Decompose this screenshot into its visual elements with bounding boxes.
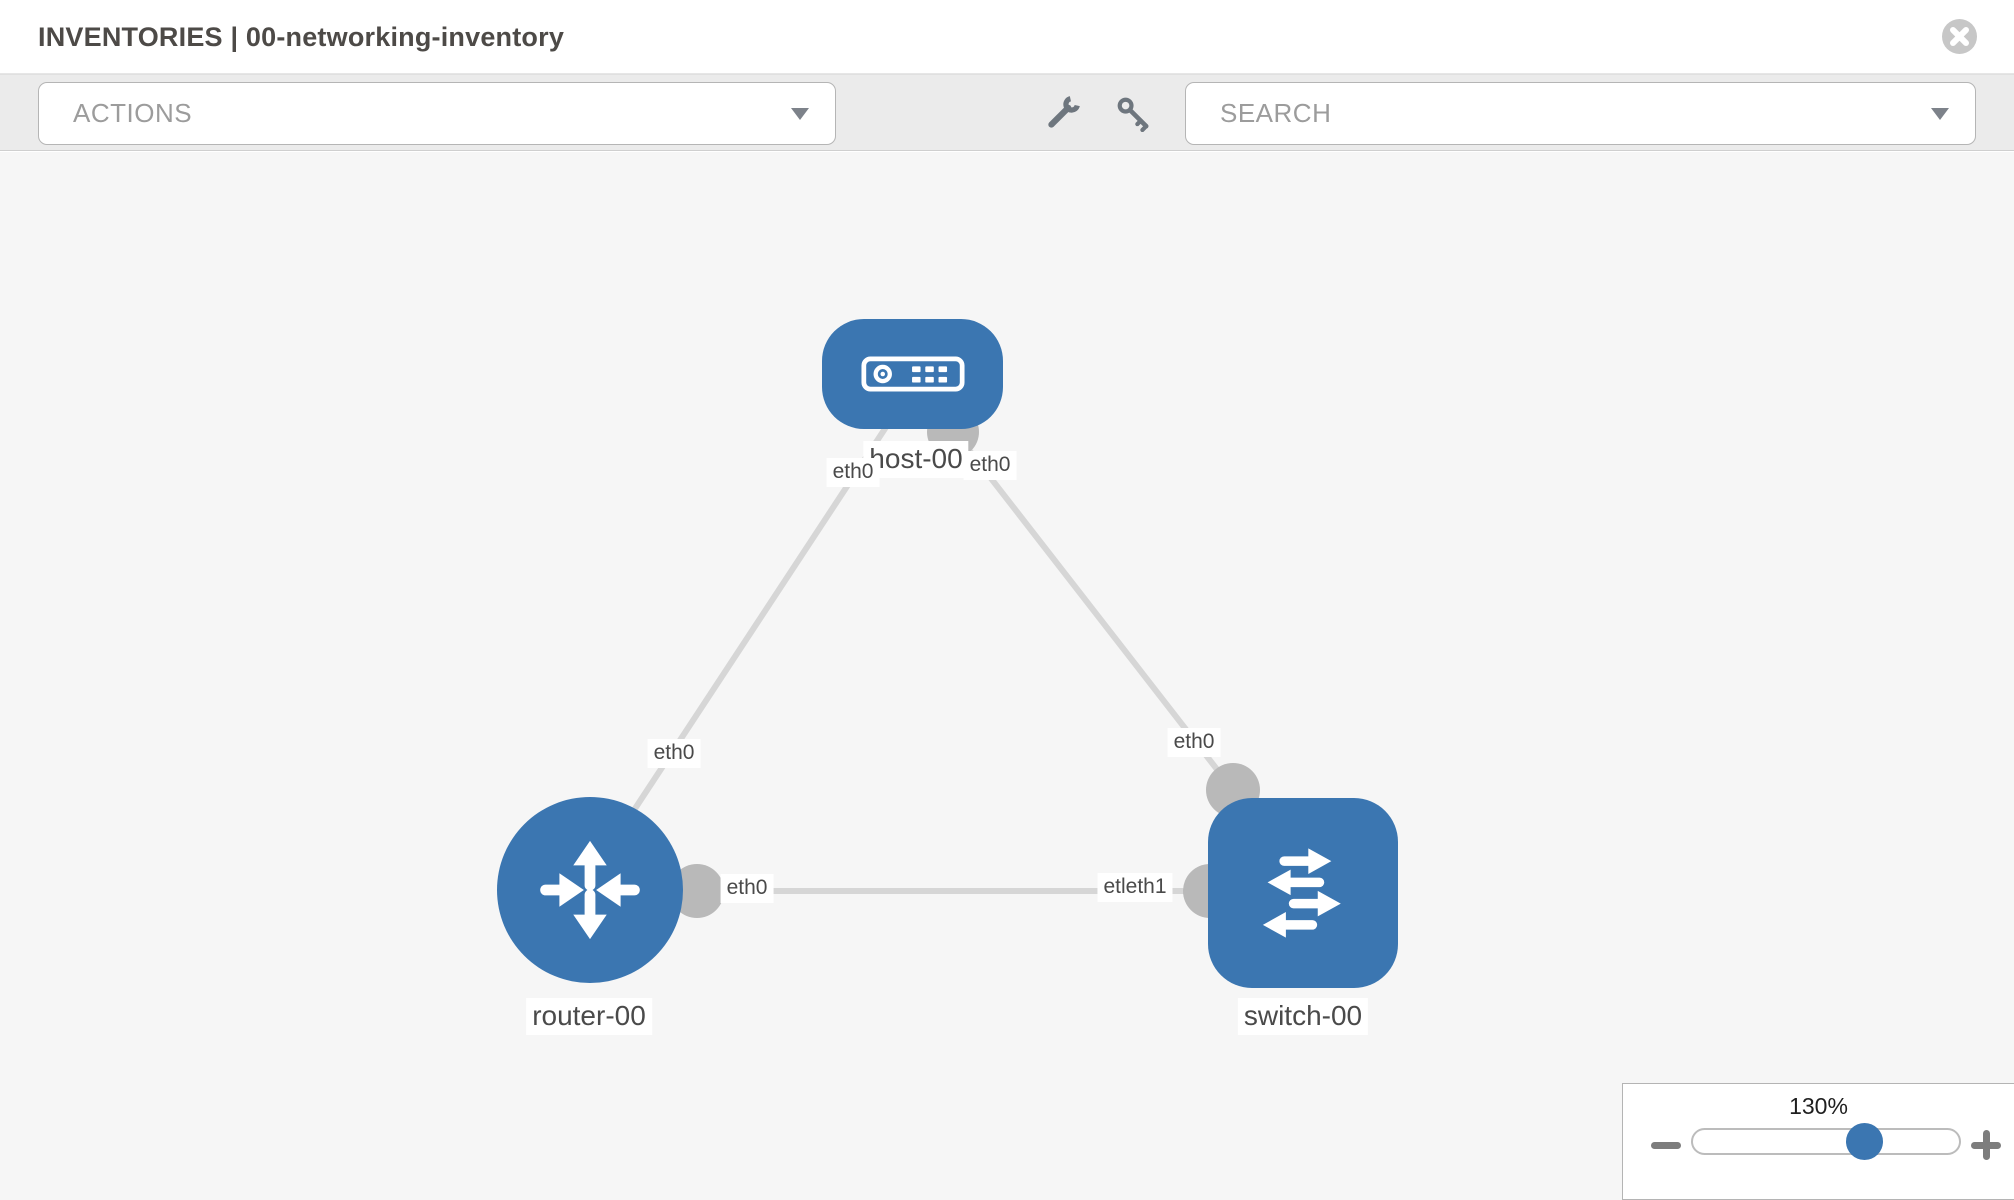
- topology-links: [590, 406, 1300, 918]
- page-header: INVENTORIES | 00-networking-inventory: [0, 0, 2014, 74]
- zoom-in-button[interactable]: [1969, 1128, 2003, 1162]
- search-dropdown[interactable]: SEARCH: [1185, 82, 1976, 145]
- zoom-panel: 130%: [1622, 1083, 2014, 1200]
- zoom-level: 130%: [1789, 1093, 1848, 1119]
- key-button[interactable]: [1110, 90, 1158, 138]
- key-icon: [1117, 97, 1149, 133]
- chevron-down-icon: [1931, 107, 1949, 120]
- iface-label: eth0: [826, 458, 880, 488]
- page-title: INVENTORIES | 00-networking-inventory: [38, 21, 565, 52]
- plus-icon: [1982, 1130, 1990, 1160]
- wrench-button[interactable]: [1038, 90, 1086, 138]
- minus-icon: [1651, 1141, 1681, 1149]
- zoom-slider-thumb[interactable]: [1846, 1123, 1883, 1160]
- close-icon: [1950, 27, 1969, 46]
- node-label-switch: switch-00: [1237, 998, 1369, 1036]
- iface-label: eth0: [720, 874, 774, 904]
- node-label-router: router-00: [526, 998, 652, 1036]
- zoom-slider-track[interactable]: [1691, 1123, 1961, 1160]
- iface-label: eth0: [647, 739, 701, 769]
- iface-label: eth0: [963, 451, 1017, 481]
- wrench-icon: [1048, 96, 1080, 128]
- actions-dropdown[interactable]: ACTIONS: [38, 82, 836, 145]
- interface-dot: [670, 864, 724, 918]
- chevron-down-icon: [791, 107, 809, 120]
- search-dropdown-label: SEARCH: [1220, 98, 1332, 128]
- switch-icon: [1262, 848, 1341, 938]
- close-button[interactable]: [1942, 19, 1977, 54]
- node-host-00[interactable]: [822, 319, 1003, 429]
- actions-dropdown-label: ACTIONS: [73, 98, 193, 128]
- router-icon: [540, 840, 640, 940]
- node-label-host: host-00: [863, 441, 969, 479]
- node-router-00[interactable]: [497, 797, 683, 983]
- node-switch-00[interactable]: [1208, 798, 1398, 988]
- iface-label: eth0: [1167, 728, 1221, 758]
- topology-canvas[interactable]: host-00 router-00 switch-00 eth0 eth0 et…: [0, 152, 2014, 1200]
- iface-label: etleth1: [1097, 873, 1173, 903]
- host-icon: [860, 356, 965, 392]
- zoom-out-button[interactable]: [1649, 1128, 1683, 1162]
- toolbar: ACTIONS SEARCH: [0, 74, 2014, 151]
